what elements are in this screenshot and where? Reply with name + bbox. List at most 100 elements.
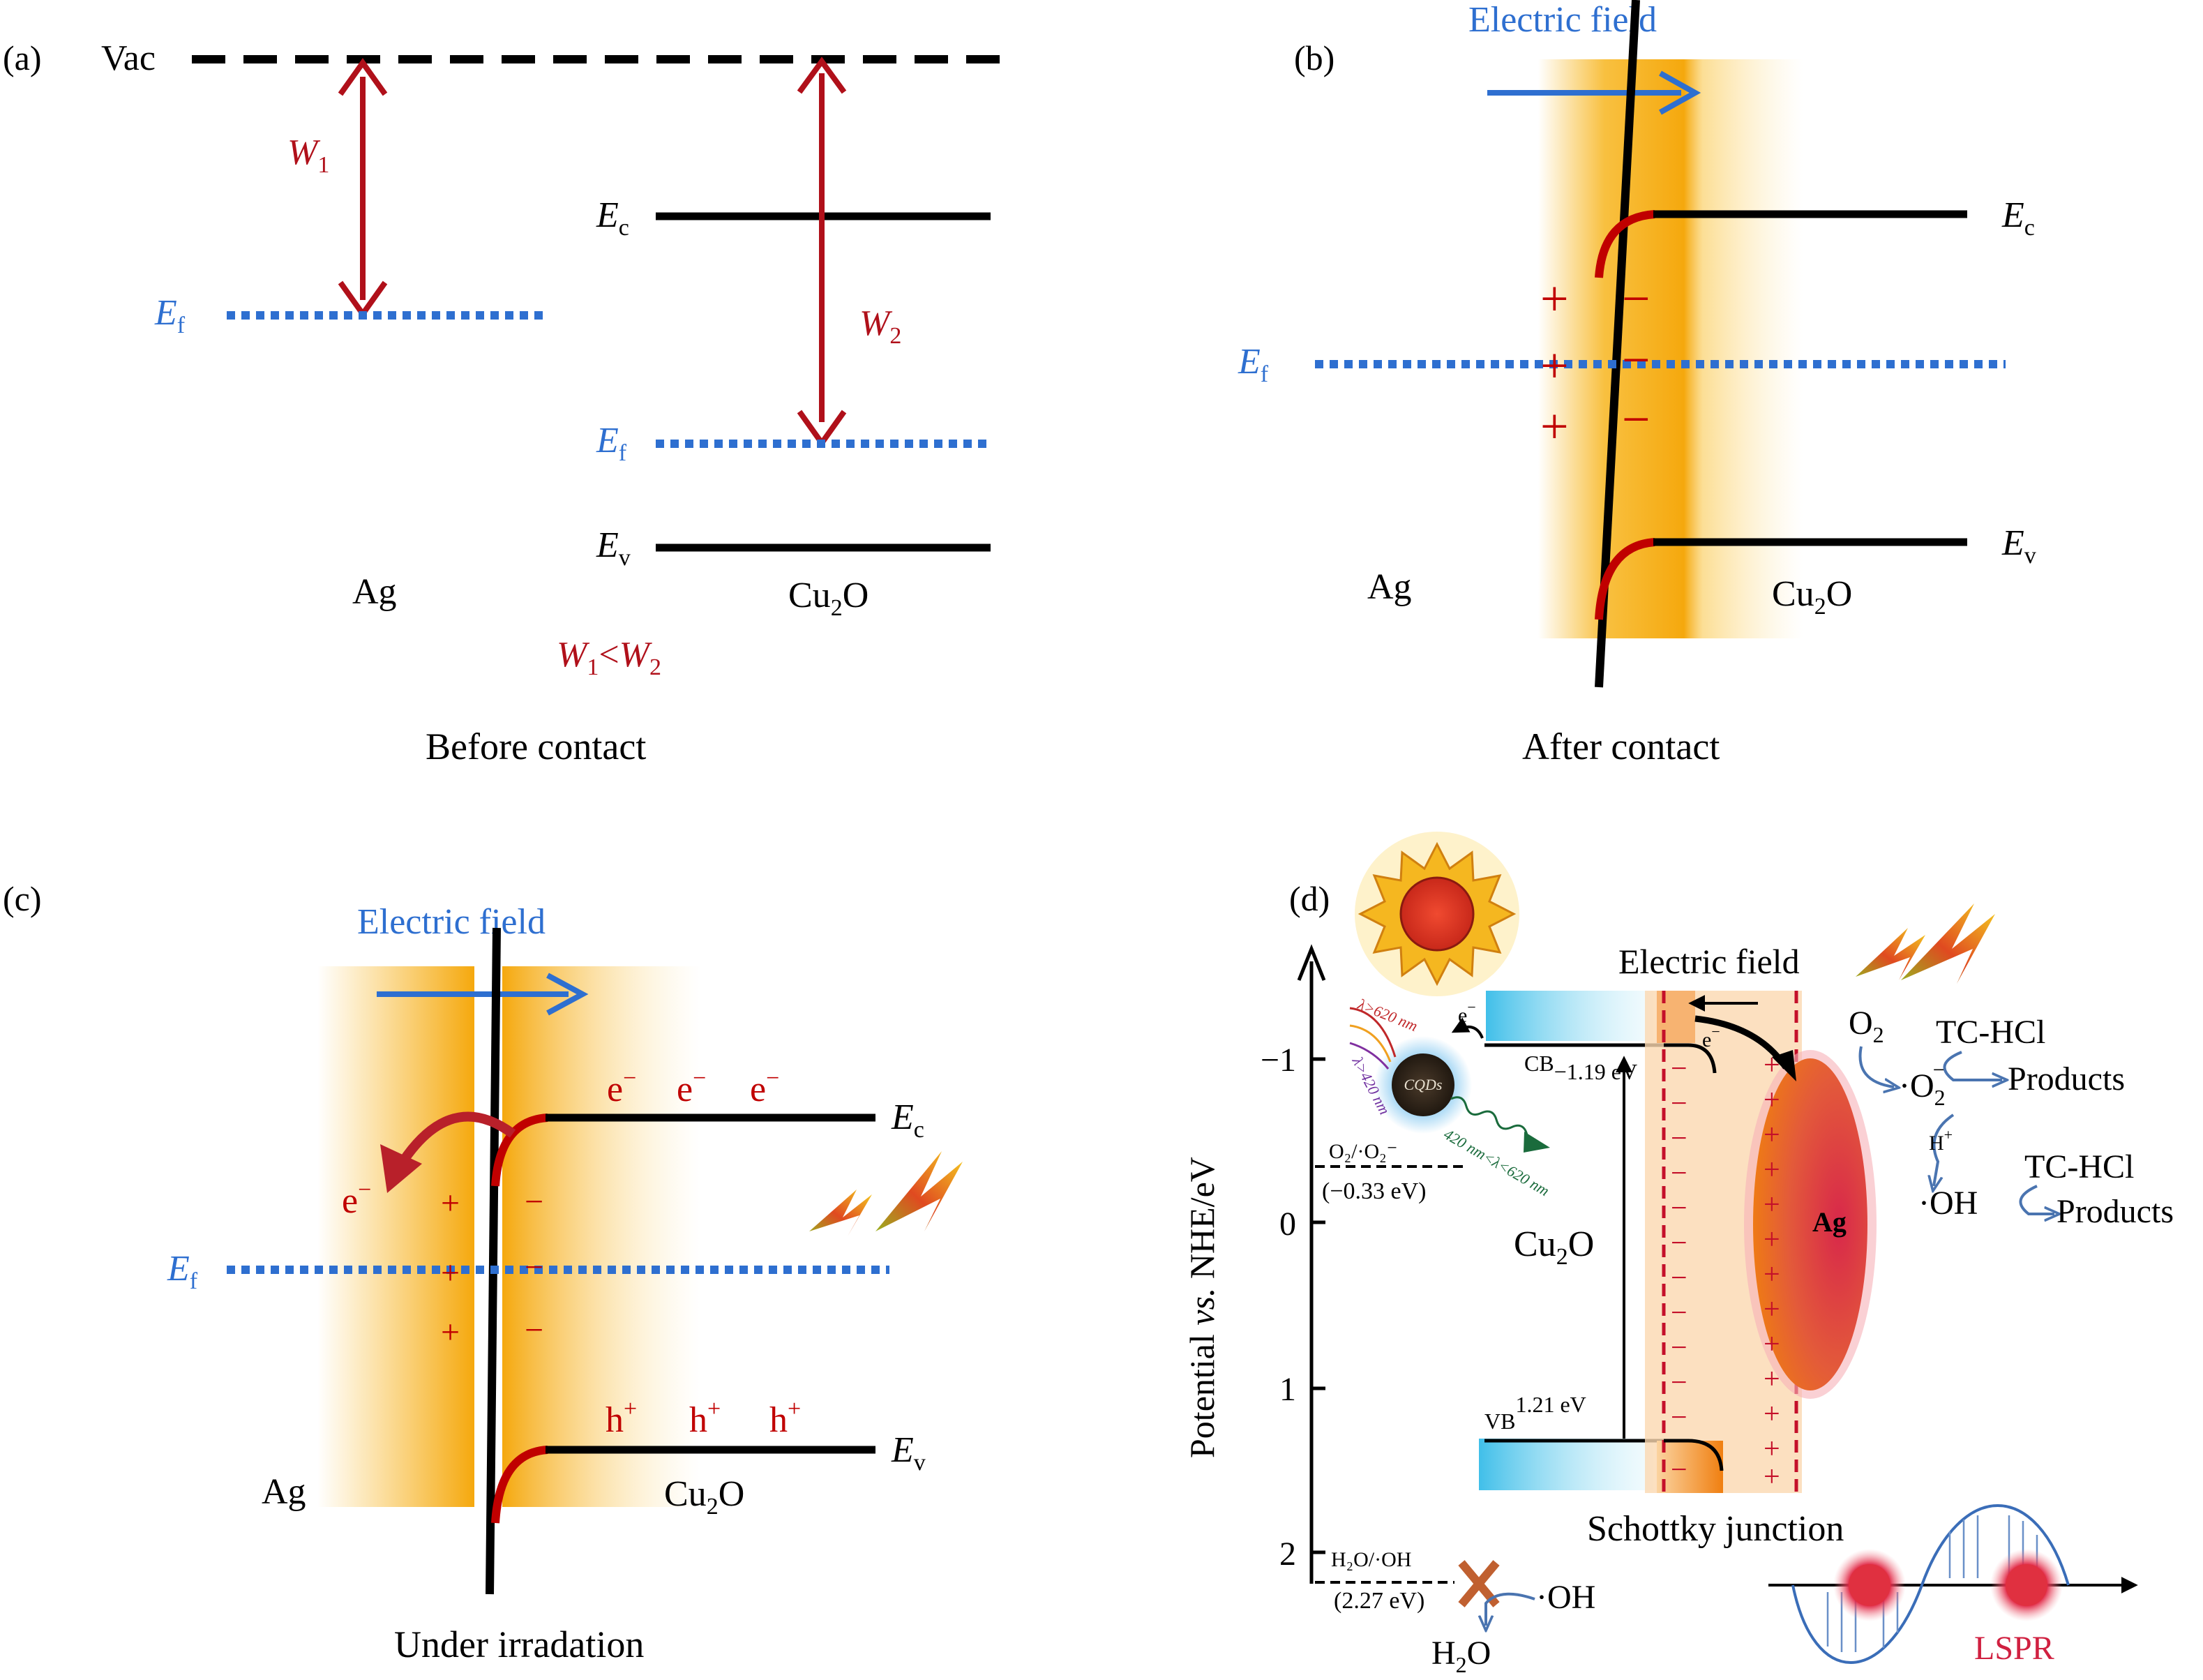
ag-label: Ag [262,1472,306,1512]
y-axis-tick-labels: −1 0 1 2 [1261,1042,1296,1573]
o2-label: O2 [1849,1005,1884,1047]
oh-radical-label: ·OH [1918,1185,1978,1222]
electric-field-arrow-head [546,973,589,1016]
ec-label: Ec [2001,195,2035,241]
hole: h+ [606,1396,637,1440]
h2o-couple-label: H₂O/·OH [1331,1548,1411,1571]
electron: e− [607,1065,636,1109]
orange-light-ray [1349,1024,1392,1063]
plus-charge: + [1764,1398,1780,1430]
minus-charge: − [525,1249,543,1286]
cu2o-ev-label: Ev [596,525,631,571]
minus-charge: − [525,1183,543,1220]
valence-band-block [1479,1439,1653,1490]
ec-band-bending [1595,210,1655,278]
fermi-label: Ef [1238,342,1269,387]
plus-charge: + [441,1185,460,1222]
electric-field-label: Electric field [1468,0,1657,40]
minus-charge: − [1671,1297,1687,1329]
panel-c-label: (c) [3,879,42,918]
plus-charge: + [1764,1154,1780,1186]
w1-label: W1 [287,133,329,178]
lspr-particle-core [1849,1564,1890,1606]
metal-side-glow [317,966,474,1507]
minus-charge: − [1622,271,1651,327]
minus-charge: − [1671,1227,1687,1259]
o2-couple-value: (−0.33 eV) [1322,1178,1426,1204]
fermi-label: Ef [167,1249,198,1294]
ec-label: Ec [891,1097,924,1143]
minus-charge: − [1622,332,1651,388]
plus-charge: + [1764,1328,1780,1360]
lspr-particle-core [2006,1564,2047,1606]
plus-charge: + [1764,1224,1780,1256]
minus-charge: − [1671,1262,1687,1294]
plus-charge: + [1540,338,1569,393]
o2-reduction-arrow [1858,1046,1894,1087]
plus-charge: + [1764,1461,1780,1493]
panel-c: (c) Electric field Ec Ev Ef e− e− e− e− … [3,879,963,1665]
panel-b: (b) Electric field Ec Ev Ef + + + − − − … [1238,0,2036,767]
ag-label: Ag [352,572,397,612]
w2-arrow-head-top [797,57,847,94]
minus-charge: − [1671,1123,1687,1155]
plus-charge: + [441,1254,460,1291]
superoxide-label: ·O2− [1899,1057,1946,1110]
minus-charge: − [1671,1192,1687,1224]
electron-to-ag-arrow-head [1772,1050,1796,1081]
ev-label: Ev [891,1430,926,1476]
vacuum-level-label: Vac [101,38,156,78]
ev-label: Ev [2001,523,2036,569]
tick-label: −1 [1261,1042,1296,1079]
interface-charges: + + + − − − [1540,271,1651,454]
panel-a: (a) Vac W1 Ef Ag Ec W2 Ef Ev Cu2O W1<W2 … [3,38,1008,767]
cu2o-label: Cu2O [664,1474,744,1520]
y-axis-ticks [1311,1057,1325,1554]
schottky-junction-label: Schottky junction [1587,1509,1844,1549]
w1-arrow-head-top [338,58,388,96]
ev-band-bending [1595,538,1655,620]
plus-charge: + [1764,1433,1780,1465]
light-bolt-icon [809,1151,963,1236]
cqd-particle [1392,1053,1454,1116]
electron-to-cqd-arrow [1451,1017,1484,1039]
transferred-electron: e− [342,1177,371,1221]
minus-charge: − [1671,1454,1687,1486]
cu2o-ec-label: Ec [596,195,629,241]
photo-holes: h+ h+ h+ [606,1396,801,1440]
tc-hcl-label: TC-HCl [2024,1148,2134,1185]
cb-label: CB−1.19 eV [1524,1051,1637,1084]
tick-label: 2 [1279,1536,1296,1573]
minus-charge: − [1671,1367,1687,1399]
hole: h+ [769,1396,801,1440]
electric-field-arrow-head [1659,70,1701,115]
cqd-label: CQDs [1404,1076,1442,1093]
cu2o-label: Cu2O [788,576,869,621]
tc-hcl-label: TC-HCl [1936,1014,2045,1051]
panel-a-caption: Before contact [426,726,646,767]
lspr-oscillation-diagram: LSPR [1768,1504,2138,1667]
h2o-label: H2O [1431,1635,1491,1677]
plus-charge: + [1764,1119,1780,1151]
h2o-oxidation-arrow [1486,1592,1535,1626]
cqd-electron: e− [1458,998,1476,1027]
green-emission-arrow-head [1524,1132,1550,1153]
interface-line [486,927,501,1595]
plus-charge: + [1540,398,1569,454]
oh-degradation-arrow [2019,1185,2054,1214]
ag-nanoparticle [1753,1058,1867,1390]
tick-label: 1 [1279,1371,1296,1408]
panel-b-label: (b) [1294,38,1334,77]
minus-charge: − [1671,1332,1687,1364]
hplus-label: H+ [1929,1126,1953,1155]
depletion-region-glow [1538,59,1803,638]
electric-field-label: Electric field [357,902,546,942]
cb-band-bending [1664,1043,1717,1074]
electron-transfer-arrow-head [380,1144,422,1193]
superoxide-degradation-arrow [1943,1051,2003,1080]
ag-label: Ag [1812,1206,1847,1238]
minus-charge: − [1671,1088,1687,1120]
minus-charge: − [525,1312,543,1349]
semiconductor-side-glow [502,966,701,1507]
